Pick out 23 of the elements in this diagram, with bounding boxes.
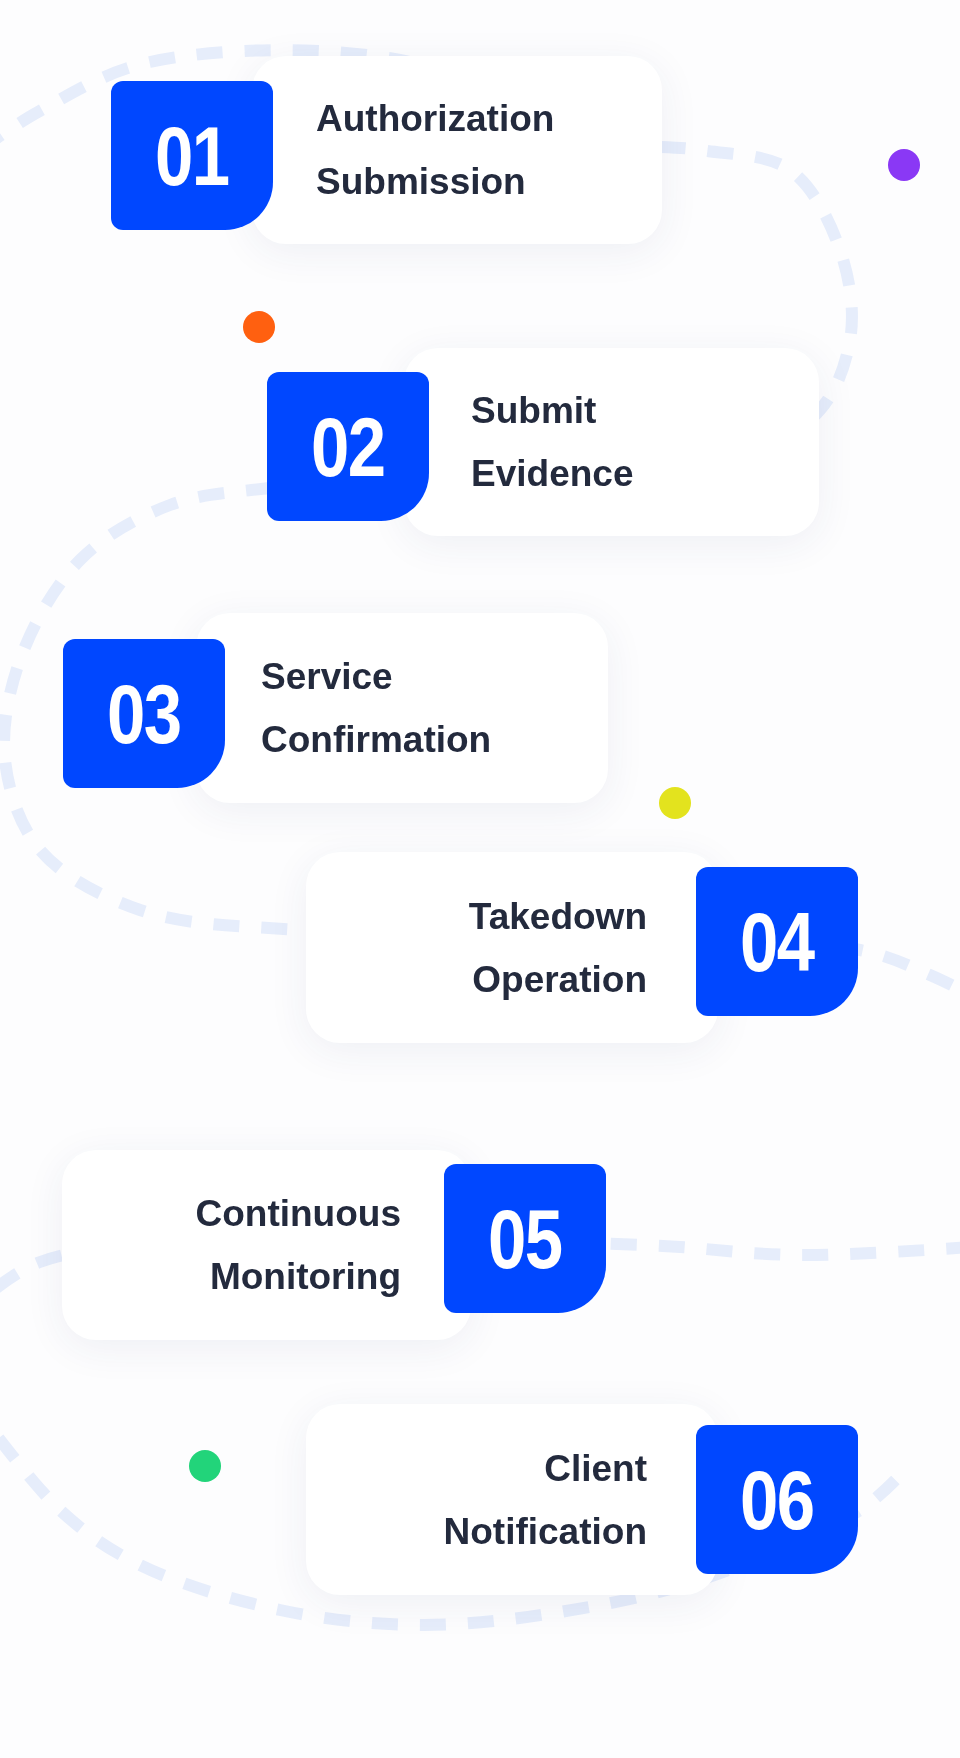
step-number: 02 [311,404,385,489]
step-card [252,56,662,244]
step-number: 01 [155,113,229,198]
number-badge [63,639,225,788]
step-card [404,348,819,536]
step-title: Takedown Operation [467,894,647,1002]
number-badge [696,1425,858,1574]
step-title: Authorization Submission [316,97,556,204]
step-number: 04 [740,899,814,984]
step-number: 06 [740,1457,814,1542]
number-badge [444,1164,606,1313]
step-title: Continuous Monitoring [194,1192,401,1299]
step-card [306,852,718,1043]
step-title: Service Confirmation [261,655,493,762]
step-number: 05 [488,1196,562,1281]
step-card [196,613,608,803]
number-badge [111,81,273,230]
number-badge [267,372,429,521]
step-card [62,1150,471,1340]
step-number: 03 [107,671,181,756]
number-badge [696,867,858,1016]
step-title: Submit Evidence [471,389,635,496]
step-title: Client Notification [442,1446,647,1554]
